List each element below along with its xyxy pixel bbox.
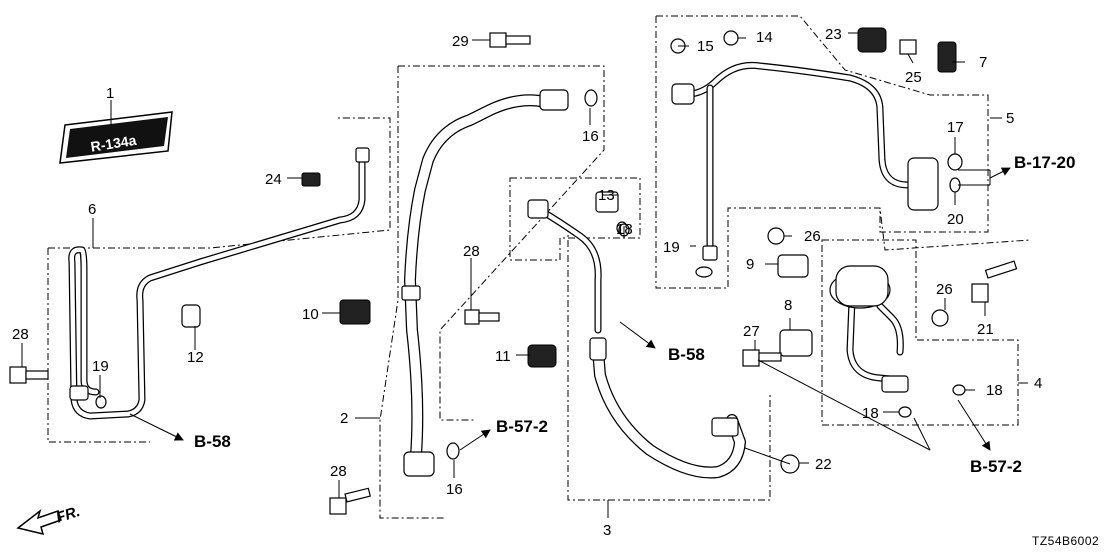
ref-b58-center: B-58 — [668, 345, 705, 364]
callout-14: 14 — [756, 29, 773, 46]
receiver-4 — [829, 265, 909, 393]
front-arrow: FR. — [16, 503, 82, 536]
callout-13: 13 — [598, 187, 615, 204]
callout-28a: 28 — [463, 243, 480, 260]
ref-b17-20: B-17-20 — [1014, 153, 1075, 172]
ref-b57-2-right: B-57-2 — [970, 457, 1022, 476]
callout-18c: 18 — [862, 405, 879, 422]
callout-26b: 26 — [936, 281, 953, 298]
callout-16a: 16 — [582, 128, 599, 145]
hose-2 — [401, 89, 598, 477]
hose-3 — [527, 199, 746, 479]
callout-18b: 18 — [986, 382, 1003, 399]
callout-3: 3 — [603, 522, 611, 539]
callout-20: 20 — [947, 211, 964, 228]
reference-labels: B-58 B-58 B-57-2 B-57-2 B-17-20 — [194, 153, 1075, 476]
leader-lines — [21, 32, 1028, 518]
ref-b58-left: B-58 — [194, 432, 231, 451]
callout-7: 7 — [979, 54, 987, 71]
callout-19b: 19 — [92, 358, 109, 375]
callout-5: 5 — [1006, 110, 1014, 127]
callout-25: 25 — [905, 69, 922, 86]
pipe-5 — [671, 61, 939, 261]
callout-9: 9 — [746, 256, 754, 273]
callout-12: 12 — [187, 349, 204, 366]
callout-15: 15 — [697, 38, 714, 55]
callout-27: 27 — [743, 323, 760, 340]
callout-23: 23 — [825, 26, 842, 43]
callout-6: 6 — [88, 201, 96, 218]
callout-26a: 26 — [804, 228, 821, 245]
callout-numbers: 1 2 3 4 5 6 7 8 9 10 11 12 13 14 15 16 1… — [12, 26, 1042, 539]
callout-29: 29 — [452, 33, 469, 50]
label-plate: R-134a — [59, 111, 173, 164]
callout-10: 10 — [302, 306, 319, 323]
callout-16b: 16 — [446, 481, 463, 498]
callout-22: 22 — [815, 456, 832, 473]
group-boundaries — [47, 15, 1031, 519]
label-plate-text: R-134a — [90, 132, 138, 155]
hardware — [9, 27, 1018, 515]
ref-b57-2-center: B-57-2 — [496, 417, 548, 436]
callout-24: 24 — [265, 171, 282, 188]
callout-28b: 28 — [12, 326, 29, 343]
callout-21: 21 — [977, 321, 994, 338]
callout-19a: 19 — [663, 239, 680, 256]
callout-1: 1 — [106, 85, 114, 102]
callout-8: 8 — [784, 297, 792, 314]
callout-17: 17 — [947, 119, 964, 136]
callout-18a: 18 — [616, 221, 633, 238]
diagram-code: TZ54B6002 — [1032, 534, 1099, 548]
callout-28c: 28 — [330, 463, 347, 480]
callout-11: 11 — [495, 348, 511, 365]
front-label: FR. — [54, 503, 82, 527]
pipe-6 — [68, 147, 370, 420]
callout-4: 4 — [1034, 375, 1042, 392]
callout-2: 2 — [340, 410, 348, 427]
